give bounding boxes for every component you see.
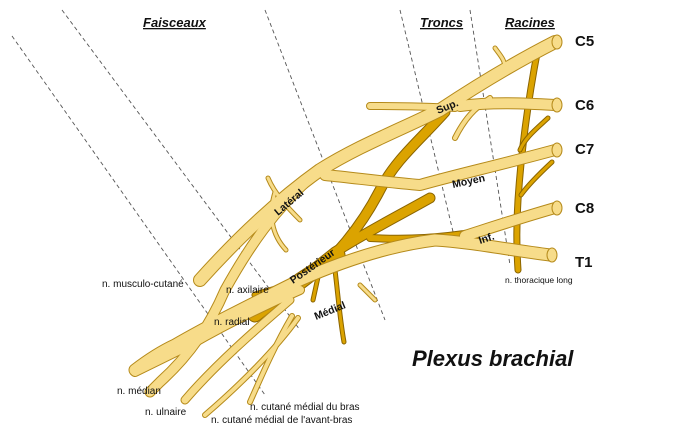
header-racines: Racines bbox=[505, 15, 555, 30]
header-troncs: Troncs bbox=[420, 15, 463, 30]
region-dividers bbox=[11, 9, 511, 396]
label-medial-cutaneous-forearm: n. cutané médial de l'avant-bras bbox=[211, 415, 352, 426]
root-label-t1: T1 bbox=[575, 254, 593, 271]
root-label-c5: C5 bbox=[575, 33, 594, 50]
label-ulnar: n. ulnaire bbox=[145, 407, 187, 418]
label-medial-cutaneous-arm: n. cutané médial du bras bbox=[250, 402, 360, 413]
trunk-label-inferior: Inf. bbox=[477, 231, 496, 247]
header-faisceaux: Faisceaux bbox=[143, 15, 207, 30]
root-label-c6: C6 bbox=[575, 97, 594, 114]
label-musculocutaneous: n. musculo-cutané bbox=[102, 279, 184, 290]
label-long-thoracic: n. thoracique long bbox=[505, 275, 573, 285]
root-label-c7: C7 bbox=[575, 141, 594, 158]
root-label-c8: C8 bbox=[575, 200, 594, 217]
label-axillary: n. axilaire bbox=[226, 285, 269, 296]
diagram-title: Plexus brachial bbox=[412, 346, 574, 371]
label-median: n. médian bbox=[117, 386, 161, 397]
label-radial: n. radial bbox=[214, 317, 250, 328]
light-nerves bbox=[128, 34, 563, 418]
